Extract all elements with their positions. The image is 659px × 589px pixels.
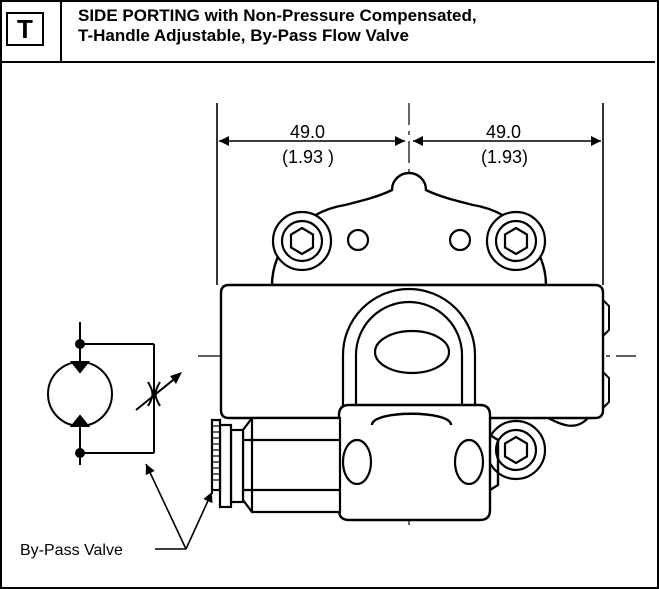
side-port-block — [328, 403, 500, 522]
title-line-2: T-Handle Adjustable, By-Pass Flow Valve — [78, 26, 409, 45]
title-line-1: SIDE PORTING with Non-Pressure Compensat… — [78, 6, 477, 25]
hydraulic-schematic — [47, 322, 179, 465]
junction-top — [75, 339, 85, 349]
dowel-hole-right — [448, 228, 472, 252]
adjust-arrowhead — [170, 372, 182, 384]
right-dim-in: (1.93) — [481, 147, 528, 167]
junction-bottom — [75, 448, 85, 458]
dowel-hole-left — [346, 228, 370, 252]
port-right — [453, 438, 485, 486]
mounting-bolt-left — [271, 210, 333, 272]
main-body — [219, 283, 605, 420]
mounting-bolt-lower — [485, 419, 547, 481]
section-badge: T — [6, 12, 44, 46]
left-dim-in: (1.93 ) — [282, 147, 334, 167]
valve-knurl — [212, 425, 220, 481]
body-flat-right-2 — [602, 371, 610, 409]
dimension-lines — [216, 103, 604, 285]
body-flat-right — [602, 299, 610, 337]
mounting-bolt-right — [485, 210, 547, 272]
header-bar: T SIDE PORTING with Non-Pressure Compens… — [0, 0, 655, 63]
lower-web — [547, 417, 589, 427]
header-divider — [60, 0, 62, 61]
bypass-valve — [210, 416, 342, 514]
left-dim-mm: 49.0 — [290, 122, 325, 142]
shaft-boss — [341, 287, 477, 415]
bypass-valve-label: By-Pass Valve — [20, 542, 123, 559]
diagram-title: SIDE PORTING with Non-Pressure Compensat… — [78, 6, 477, 46]
rear-housing — [270, 171, 548, 287]
right-dim-mm: 49.0 — [486, 122, 521, 142]
callout-leaders — [145, 463, 213, 550]
port-left — [341, 438, 373, 486]
